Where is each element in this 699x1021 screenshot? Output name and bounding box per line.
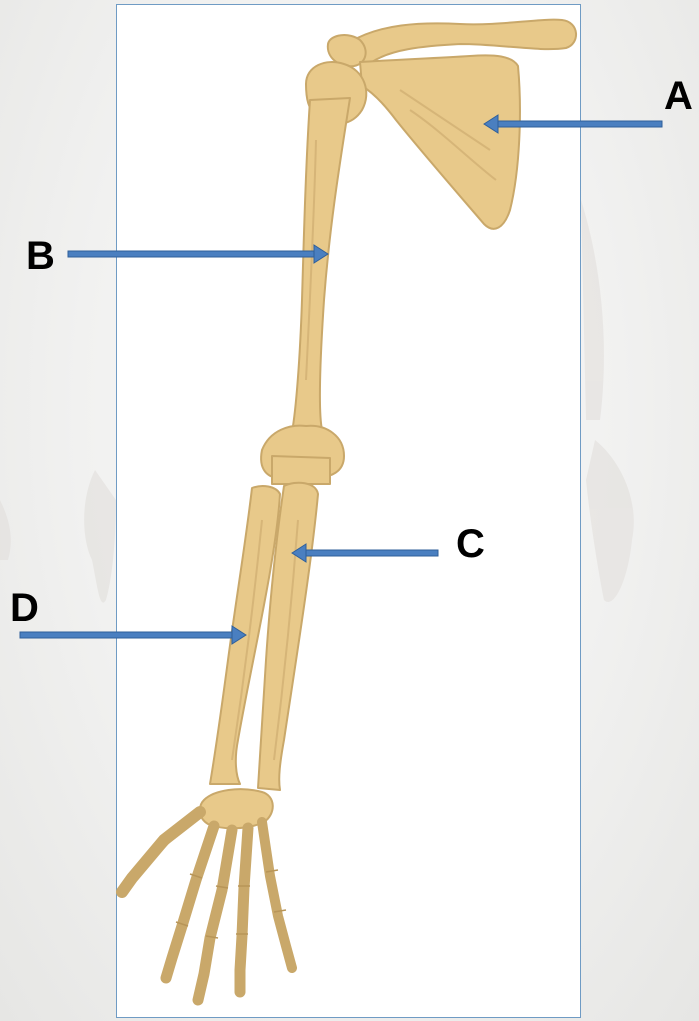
arrow-icon — [484, 115, 662, 133]
arrow-icon — [292, 544, 438, 562]
arrow-icon — [20, 626, 246, 644]
label-d: D — [10, 588, 39, 628]
label-b: B — [26, 236, 55, 276]
label-c: C — [456, 524, 485, 564]
label-a: A — [664, 76, 693, 116]
arrow-icon — [68, 245, 328, 263]
